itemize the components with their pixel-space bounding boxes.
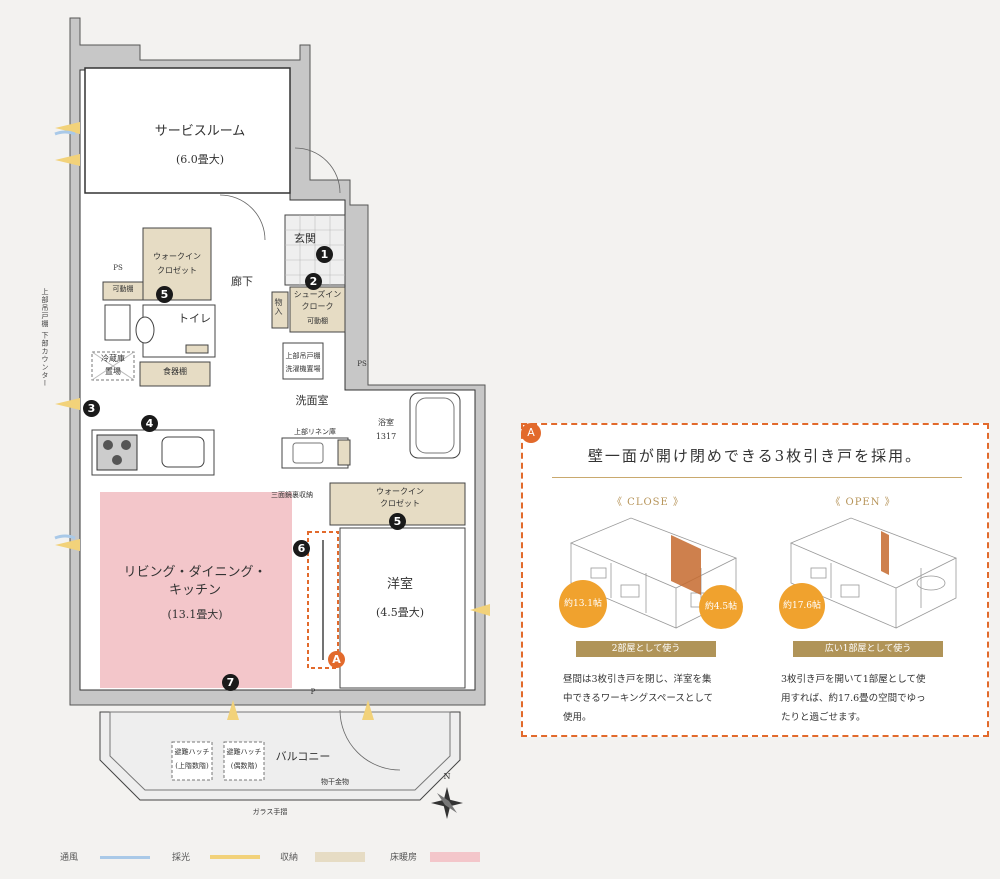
movable-shelf-label: 可動棚 (112, 285, 134, 293)
hatch-2-line2: (偶数階) (230, 762, 258, 770)
marker-5a: 5 (156, 286, 173, 303)
ps-label-2: PS (357, 360, 367, 368)
fridge-line1: 冷蔵庫 (101, 354, 125, 363)
close-bar: 2部屋として使う (576, 641, 716, 657)
hatch-2-line1: 避難ハッチ (226, 748, 262, 756)
marker-1: 1 (316, 246, 333, 263)
marker-7: 7 (222, 674, 239, 691)
open-illustration (789, 517, 957, 629)
legend-ventilation-label: 通風 (60, 853, 79, 863)
bathroom-size: 1317 (375, 432, 397, 441)
panel-badge: A (521, 423, 541, 443)
close-area-2: 約4.5帖 (699, 585, 743, 629)
marker-6: 6 (293, 540, 310, 557)
western-room-size: (4.5畳大) (375, 606, 425, 619)
hallway-label: 廊下 (231, 275, 253, 288)
panel-divider (552, 477, 962, 478)
floor-plan-drawing (54, 17, 490, 819)
entrance-label: 玄関 (294, 232, 316, 245)
marker-a: A (328, 651, 345, 668)
legend-storage-label: 収納 (280, 853, 299, 863)
storage-in-label: 物入 (274, 298, 283, 316)
bathroom-name: 浴室 (378, 418, 394, 427)
clothes-pole-label: 物干金物 (321, 778, 349, 786)
three-side-mirror-label: 三面鏡裏収納 (271, 491, 313, 499)
legend: 通風 採光 収納 床暖房 (0, 850, 500, 870)
ps-label-1: PS (113, 264, 123, 272)
compass-north: N (443, 772, 451, 781)
walkin-closet-1-line2: クロゼット (157, 266, 197, 275)
open-bar: 広い1部屋として使う (793, 641, 943, 657)
fridge-line2: 置場 (105, 367, 121, 376)
walkin-closet-2-line2: クロゼット (380, 499, 420, 508)
ldk-line1: リビング・ダイニング・ (123, 565, 267, 580)
shoes-cloak-line1: シューズイン (293, 290, 342, 299)
washroom-label: 洗面室 (295, 394, 329, 407)
marker-2: 2 (305, 273, 322, 290)
shoes-cloak-line2: クローク (301, 302, 334, 311)
upper-lower-label: 上部吊戸棚 下部カウンター (41, 288, 49, 388)
marker-4: 4 (141, 415, 158, 432)
cupboard-label: 食器棚 (163, 367, 187, 376)
close-area-1: 約13.1帖 (559, 580, 607, 628)
marker-3: 3 (83, 400, 100, 417)
toilet-label: トイレ (178, 312, 211, 325)
sliding-door-panel: A 壁一面が開け閉めできる3枚引き戸を採用。 《 CLOSE 》 約13.1帖 … (521, 423, 989, 737)
panel-title: 壁一面が開け閉めできる3枚引き戸を採用。 (587, 447, 923, 465)
legend-floor-heating-label: 床暖房 (390, 853, 418, 863)
legend-floor-heating-swatch (430, 852, 480, 862)
floor-plan: サービスルーム (6.0畳大) 玄関 廊下 ウォークイン クロゼット 可動棚 ト… (0, 17, 500, 870)
shoes-cloak-shelf: 可動棚 (307, 317, 328, 325)
close-tab: 《 CLOSE 》 (612, 497, 684, 508)
hatch-1-line2: (上階数階) (175, 762, 209, 770)
glass-rail-label: ガラス手摺 (252, 808, 288, 816)
legend-light-swatch (210, 855, 260, 859)
service-room-size: (6.0畳大) (175, 153, 225, 166)
open-tab: 《 OPEN 》 (830, 497, 896, 508)
ldk-line2: キッチン (168, 583, 221, 598)
p-label: P (310, 688, 316, 696)
balcony-label: バルコニー (275, 750, 331, 763)
western-room-name: 洋室 (386, 577, 413, 592)
legend-light-label: 採光 (172, 853, 191, 863)
walkin-closet-1-line1: ウォークイン (153, 252, 201, 261)
hatch-1-line1: 避難ハッチ (174, 748, 210, 756)
open-area-1: 約17.6帖 (779, 583, 825, 629)
washer-space-label: 洗濯機置場 (285, 365, 321, 373)
walkin-closet-2-line1: ウォークイン (376, 487, 424, 496)
close-description: 昼間は3枚引き戸を閉じ、洋室を集 中できるワーキングスペースとして 使用。 (563, 674, 714, 723)
service-room-name: サービスルーム (154, 124, 246, 139)
upper-linen-label: 上部リネン庫 (294, 428, 336, 436)
marker-5b: 5 (389, 513, 406, 530)
legend-storage-swatch (315, 852, 365, 862)
ldk-size: (13.1畳大) (167, 608, 223, 621)
legend-ventilation-swatch (100, 856, 150, 859)
open-description: 3枚引き戸を開いて1部屋として使 用すれば、約17.6畳の空間でゆっ たりと過ご… (781, 674, 926, 723)
upper-cabinet-label: 上部吊戸棚 (285, 352, 321, 360)
